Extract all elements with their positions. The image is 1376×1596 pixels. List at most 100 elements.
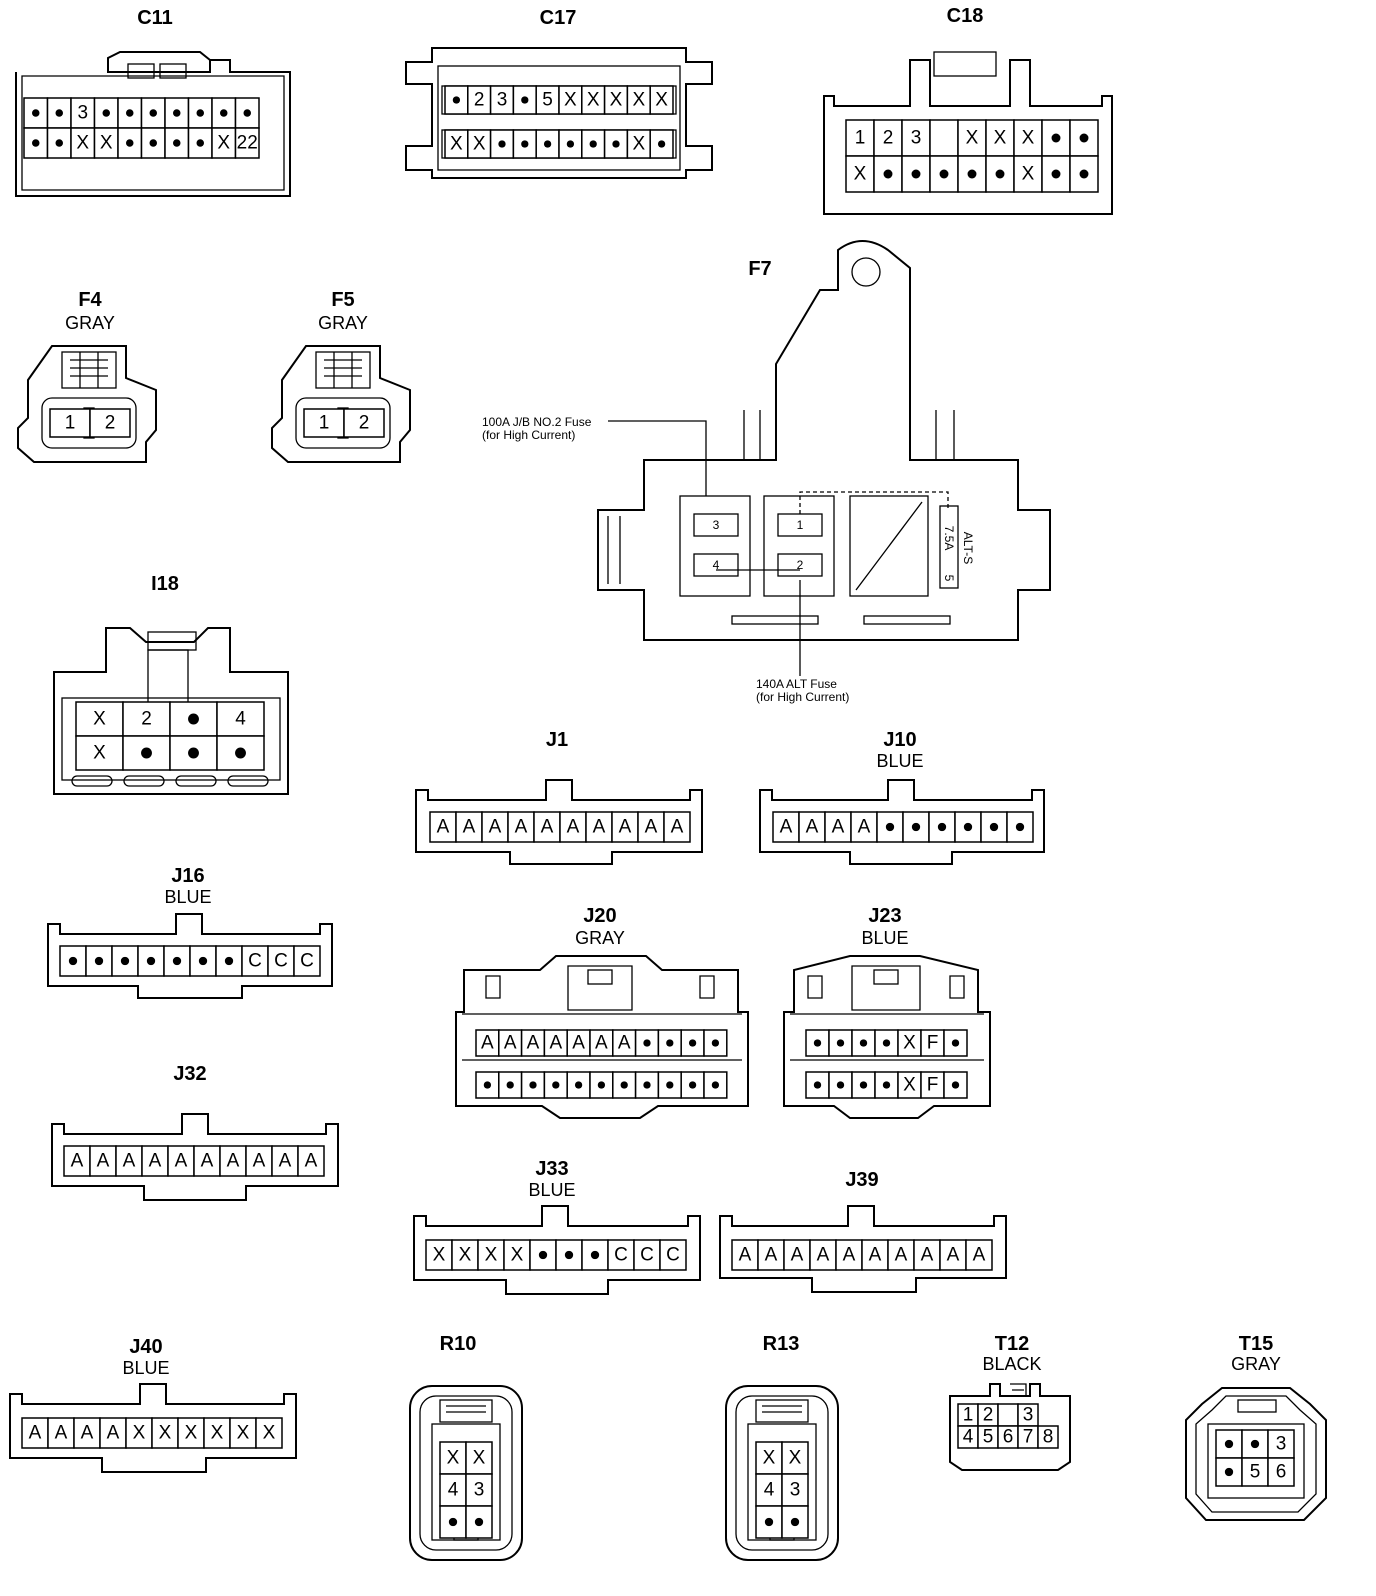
connector-label: J33 <box>535 1158 568 1180</box>
pin-label: 8 <box>1043 1427 1054 1448</box>
pin-label: 2 <box>105 413 116 434</box>
connector-label: I18 <box>151 573 179 595</box>
connector-color: BLUE <box>122 1358 169 1378</box>
pin-label: X <box>133 1423 146 1444</box>
pin-label: X <box>159 1423 172 1444</box>
pin-label: 3 <box>1023 1405 1034 1426</box>
pin-label: A <box>765 1245 778 1266</box>
pin-label: A <box>780 817 793 838</box>
pin-dot <box>612 140 620 148</box>
pin-dot <box>235 747 246 759</box>
pin-label: A <box>549 1033 562 1054</box>
pin-label: A <box>201 1151 214 1172</box>
connector-label: J40 <box>129 1336 162 1358</box>
pin-cell <box>659 1239 687 1271</box>
pin-label: 2 <box>141 709 152 730</box>
fuse-name: ALT-S <box>961 532 975 564</box>
pin-cell <box>965 1239 993 1271</box>
pin-dot <box>1051 133 1061 143</box>
pin-label: X <box>632 134 645 155</box>
pin-label: X <box>854 164 867 185</box>
pin-label: A <box>619 817 632 838</box>
pin-cell <box>997 1403 1019 1427</box>
pin-label: A <box>123 1151 136 1172</box>
pin-dot <box>483 1081 492 1089</box>
connector-label: R10 <box>440 1333 477 1355</box>
connector-color: GRAY <box>65 313 115 333</box>
pin-label: 4 <box>235 709 246 730</box>
pin-dot <box>711 1039 720 1047</box>
pin-label: X <box>966 128 979 149</box>
pin-label: A <box>107 1423 120 1444</box>
pin-dot <box>989 822 999 832</box>
connector-label: C17 <box>540 7 577 29</box>
pin-dot <box>1224 1439 1234 1449</box>
pin-label: 3 <box>911 128 922 149</box>
pin-cell <box>585 811 613 843</box>
pin-label: X <box>994 128 1007 149</box>
pin-dot <box>521 96 529 104</box>
pin-label: X <box>1022 128 1035 149</box>
connector-label: J23 <box>868 905 901 927</box>
pin-label: 1 <box>855 128 866 149</box>
terminal-label: 4 <box>713 558 720 572</box>
pin-label: A <box>973 1245 986 1266</box>
pin-dot <box>882 1081 891 1089</box>
pin-cell <box>425 1239 453 1271</box>
pin-dot <box>883 169 893 179</box>
pin-label: C <box>248 951 262 972</box>
pin-cell <box>611 811 639 843</box>
pin-dot <box>188 747 199 759</box>
pin-dot <box>666 1081 674 1089</box>
connector-label: C11 <box>137 7 173 29</box>
connector-label: J16 <box>171 865 204 887</box>
pin-dot <box>102 109 111 117</box>
pin-label: 3 <box>1276 1434 1287 1455</box>
pin-cell <box>1241 1457 1269 1487</box>
pin-label: X <box>655 90 668 111</box>
pin-label: A <box>55 1423 68 1444</box>
pin-cell <box>633 1239 661 1271</box>
pin-label: A <box>921 1245 934 1266</box>
pin-cell <box>429 811 457 843</box>
pin-label: X <box>587 90 600 111</box>
pin-label: X <box>903 1033 916 1054</box>
pin-dot <box>790 1517 800 1527</box>
fuse-note: (for High Current) <box>482 428 575 442</box>
pin-label: A <box>832 817 845 838</box>
pin-dot <box>688 1039 697 1047</box>
pin-cell <box>89 1145 117 1177</box>
terminal-label: 2 <box>797 558 804 572</box>
pin-dot <box>657 140 666 148</box>
pin-label: 4 <box>448 1480 459 1501</box>
pin-label: A <box>645 817 658 838</box>
pin-label: X <box>93 709 106 730</box>
pin-dot <box>589 140 597 148</box>
fuse-note: 100A J/B NO.2 Fuse <box>482 415 592 429</box>
pin-dot <box>620 1081 628 1089</box>
pin-dot <box>448 1517 458 1527</box>
pin-dot <box>951 1081 960 1089</box>
pin-label: A <box>515 817 528 838</box>
pin-label: X <box>903 1075 916 1096</box>
pin-dot <box>666 1039 674 1047</box>
pin-dot <box>31 139 40 147</box>
pin-dot <box>939 169 949 179</box>
connector-label: F5 <box>331 289 354 311</box>
pin-label: 5 <box>1250 1462 1261 1483</box>
pin-label: C <box>666 1245 680 1266</box>
pin-cell <box>193 1145 221 1177</box>
pin-cell <box>219 1145 247 1177</box>
pin-label: X <box>511 1245 524 1266</box>
fuse-block-f7: F7 3 4 1 2 ALT-S 7.5A 5 100A J/B NO.2 Fu… <box>482 240 1051 704</box>
pin-dot <box>967 169 977 179</box>
pin-dot <box>31 109 40 117</box>
pin-label: 1 <box>65 413 76 434</box>
